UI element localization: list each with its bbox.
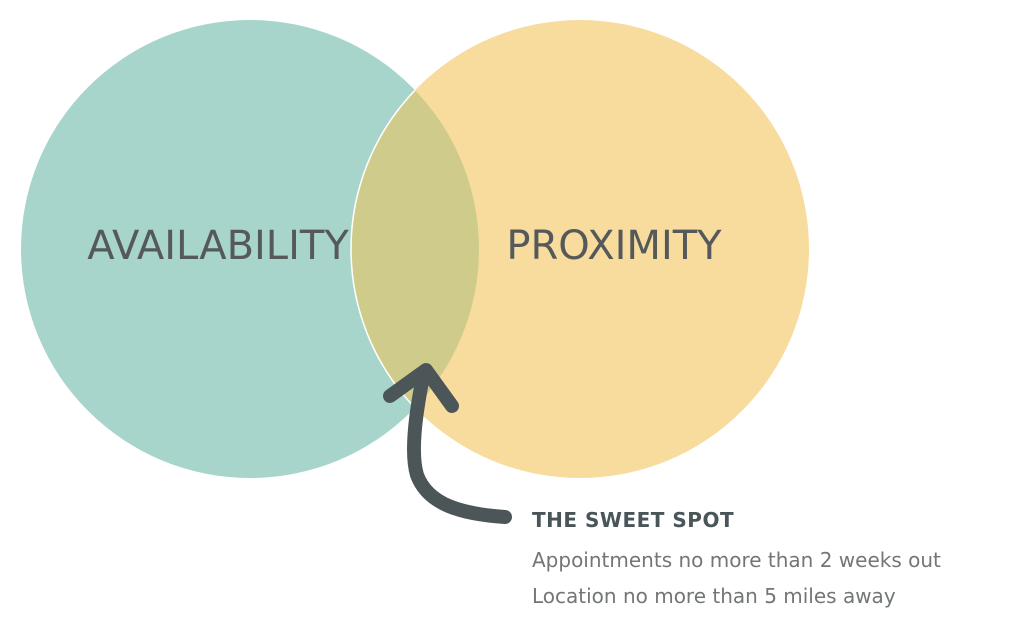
sweet-spot-callout: THE SWEET SPOT Appointments no more than… bbox=[532, 506, 1022, 614]
availability-label: AVAILABILITY bbox=[87, 223, 349, 269]
callout-line-location: Location no more than 5 miles away bbox=[532, 584, 896, 608]
callout-title: THE SWEET SPOT bbox=[532, 508, 735, 532]
proximity-circle bbox=[351, 20, 809, 478]
proximity-label: PROXIMITY bbox=[506, 223, 722, 269]
callout-line-appointments: Appointments no more than 2 weeks out bbox=[532, 548, 941, 572]
arrow-shaft bbox=[406, 365, 512, 524]
sweet-spot-arrow bbox=[383, 363, 512, 524]
arrow-head bbox=[383, 363, 459, 413]
availability-circle bbox=[21, 20, 479, 478]
